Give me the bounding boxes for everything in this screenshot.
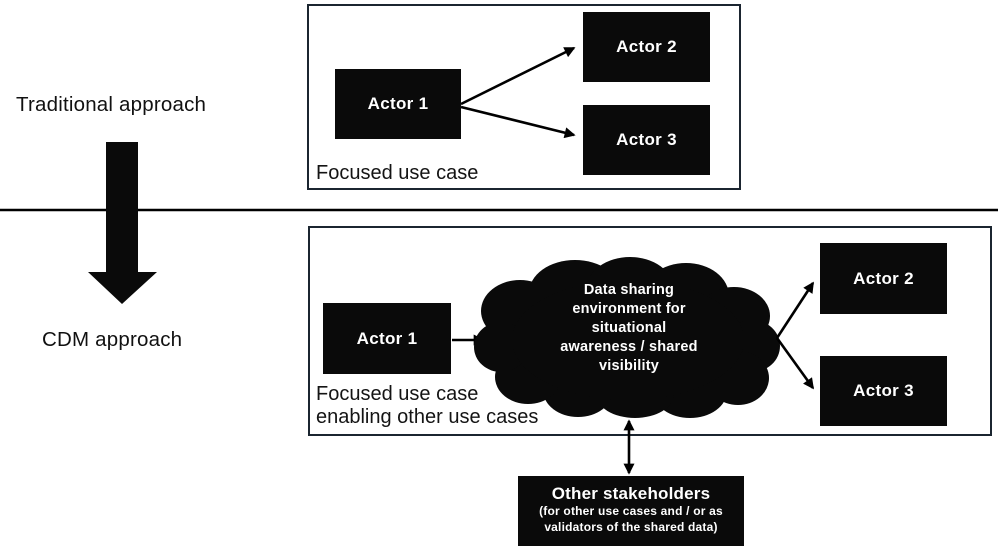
traditional-use-case-frame <box>307 4 741 190</box>
cloud-label-line1: Data sharing <box>583 282 675 298</box>
cloud-label-line2: environment for <box>572 301 686 317</box>
cdm-actor3-label: Actor 3 <box>853 381 914 400</box>
other-stakeholders-box: Other stakeholders (for other use cases … <box>518 476 744 546</box>
other-stakeholders-subtitle-line1: (for other use cases and / or as <box>539 504 723 518</box>
cloud-label-line3: situational <box>591 320 667 336</box>
cdm-actor3-box: Actor 3 <box>820 356 947 426</box>
traditional-actor3-box: Actor 3 <box>583 105 710 175</box>
traditional-approach-label: Traditional approach <box>16 93 207 116</box>
other-stakeholders-title: Other stakeholders <box>551 484 711 503</box>
traditional-actor1-label: Actor 1 <box>367 94 429 113</box>
cloud-label-line5: visibility <box>598 358 660 374</box>
traditional-actor3-label: Actor 3 <box>616 130 677 149</box>
traditional-actor2-box: Actor 2 <box>583 12 710 82</box>
traditional-caption: Focused use case <box>316 162 479 184</box>
cdm-caption: Focused use case enabling other use case… <box>316 383 538 429</box>
traditional-actor2-label: Actor 2 <box>616 37 677 56</box>
cdm-actor1-label: Actor 1 <box>356 328 418 348</box>
arrow-cloud-to-actor3 <box>775 337 815 390</box>
data-sharing-cloud <box>474 257 780 418</box>
big-down-arrow <box>88 142 157 304</box>
cdm-approach-label: CDM approach <box>42 328 183 351</box>
cloud-label-line4: awareness / shared <box>560 339 698 355</box>
cdm-use-case-frame <box>308 226 992 436</box>
cdm-actor2-label: Actor 2 <box>853 268 914 288</box>
arrow-top-actor1-to-actor3 <box>460 105 576 139</box>
arrow-top-actor1-to-actor2 <box>460 46 576 106</box>
cdm-actor2-box: Actor 2 <box>820 243 947 314</box>
cdm-caption-line2: enabling other use cases <box>316 406 539 428</box>
cloud-label: Data sharing environment for situational… <box>518 281 740 376</box>
cdm-caption-line1: Focused use case <box>316 383 479 405</box>
arrow-cloud-to-actor2 <box>775 281 815 339</box>
traditional-actor1-box: Actor 1 <box>335 69 461 139</box>
cdm-actor1-box: Actor 1 <box>323 303 451 374</box>
other-stakeholders-subtitle-line2: validators of the shared data) <box>544 519 718 534</box>
